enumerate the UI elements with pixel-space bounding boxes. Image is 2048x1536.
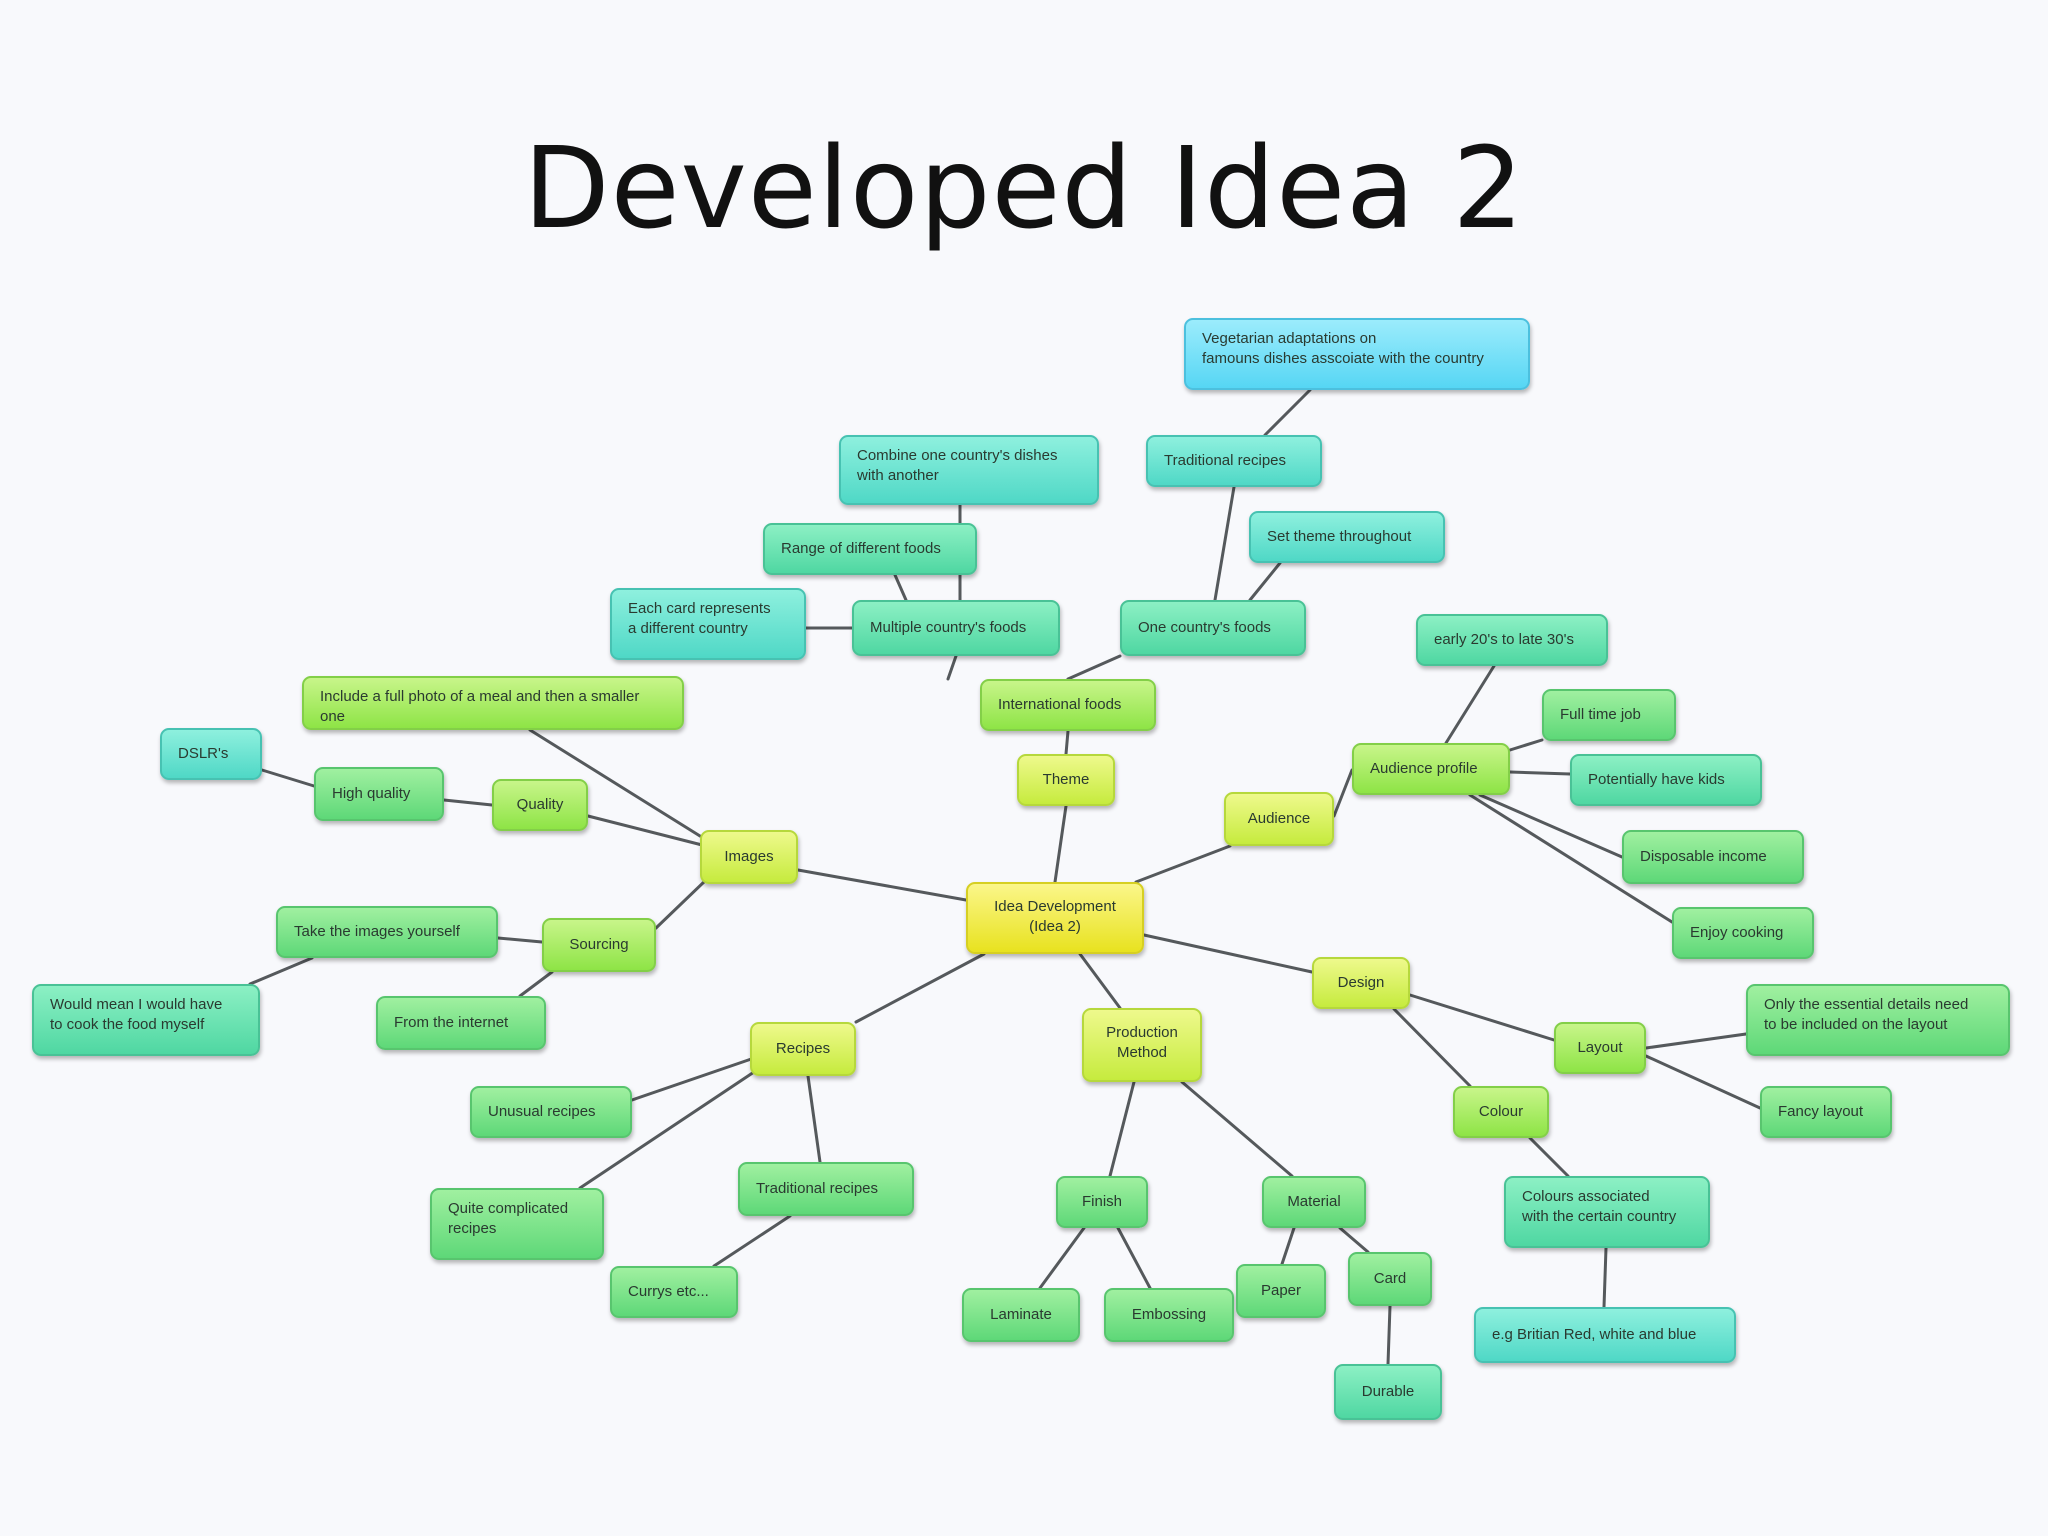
connector-line <box>806 1074 822 1164</box>
node-quite-complicated-recipes[interactable]: Quite complicated recipes <box>430 1188 604 1260</box>
connector-line <box>1064 729 1070 756</box>
node-idea-development[interactable]: Idea Development (Idea 2) <box>966 882 1144 954</box>
node-potentially-have-kids[interactable]: Potentially have kids <box>1570 754 1762 806</box>
connector-line <box>1116 1226 1152 1290</box>
connector-line <box>1142 933 1314 974</box>
node-paper[interactable]: Paper <box>1236 1264 1326 1318</box>
connector-line <box>1078 952 1122 1010</box>
connector-line <box>442 798 494 807</box>
node-material[interactable]: Material <box>1262 1176 1366 1228</box>
node-cook-food-yourself[interactable]: Would mean I would have to cook the food… <box>32 984 260 1056</box>
connector-line <box>586 814 708 848</box>
connector-line <box>1408 993 1556 1042</box>
connector-line <box>260 768 316 788</box>
connector-line <box>496 936 544 944</box>
node-colour-example[interactable]: e.g Britian Red, white and blue <box>1474 1307 1736 1363</box>
node-finish[interactable]: Finish <box>1056 1176 1148 1228</box>
node-enjoy-cooking[interactable]: Enjoy cooking <box>1672 907 1814 959</box>
connector-line <box>1263 388 1312 437</box>
connector-line <box>1280 1226 1296 1266</box>
node-audience[interactable]: Audience <box>1224 792 1334 846</box>
connector-line <box>654 878 708 930</box>
node-international-foods[interactable]: International foods <box>980 679 1156 731</box>
node-theme[interactable]: Theme <box>1017 754 1115 806</box>
node-traditional-recipes-theme[interactable]: Traditional recipes <box>1146 435 1322 487</box>
node-durable[interactable]: Durable <box>1334 1364 1442 1420</box>
node-laminate[interactable]: Laminate <box>962 1288 1080 1342</box>
connector-line <box>248 956 314 986</box>
node-quality[interactable]: Quality <box>492 779 588 831</box>
node-images[interactable]: Images <box>700 830 798 884</box>
connector-line <box>1066 654 1122 681</box>
node-audience-profile[interactable]: Audience profile <box>1352 743 1510 795</box>
connector-line <box>1392 1007 1472 1088</box>
connector-line <box>1053 804 1068 884</box>
node-from-internet[interactable]: From the internet <box>376 996 546 1050</box>
connector-line <box>893 573 908 602</box>
node-multiple-countrys-foods[interactable]: Multiple country's foods <box>852 600 1060 656</box>
connector-line <box>578 1066 762 1190</box>
node-sourcing[interactable]: Sourcing <box>542 918 656 972</box>
page-title: Developed Idea 2 <box>523 124 1525 254</box>
connector-line <box>854 952 986 1024</box>
node-traditional-recipes[interactable]: Traditional recipes <box>738 1162 914 1216</box>
node-production-method[interactable]: Production Method <box>1082 1008 1202 1082</box>
connector-line <box>1444 664 1496 745</box>
connector-line <box>712 1214 792 1268</box>
connector-line <box>1508 738 1544 752</box>
connector-line <box>1644 1032 1748 1050</box>
connector-line <box>1644 1054 1762 1110</box>
node-recipes[interactable]: Recipes <box>750 1022 856 1076</box>
node-embossing[interactable]: Embossing <box>1104 1288 1234 1342</box>
node-vegetarian-adaptations[interactable]: Vegetarian adaptations on famouns dishes… <box>1184 318 1530 390</box>
connector-line <box>1213 485 1236 602</box>
connector-line <box>528 728 702 838</box>
connector-line <box>1338 1226 1370 1254</box>
node-layout[interactable]: Layout <box>1554 1022 1646 1074</box>
node-full-photo[interactable]: Include a full photo of a meal and then … <box>302 676 684 730</box>
node-each-card-represents[interactable]: Each card represents a different country <box>610 588 806 660</box>
connector-line <box>796 868 968 902</box>
connector-line <box>630 1054 762 1102</box>
node-card[interactable]: Card <box>1348 1252 1432 1306</box>
connector-line <box>1332 768 1354 818</box>
node-colour[interactable]: Colour <box>1453 1086 1549 1138</box>
connector-line <box>1478 793 1624 859</box>
node-age-range[interactable]: early 20's to late 30's <box>1416 614 1608 666</box>
connector-line <box>1038 1226 1086 1290</box>
connector-line <box>518 970 554 998</box>
node-design[interactable]: Design <box>1312 957 1410 1009</box>
node-colours-associated[interactable]: Colours associated with the certain coun… <box>1504 1176 1710 1248</box>
connector-line <box>946 654 958 681</box>
node-disposable-income[interactable]: Disposable income <box>1622 830 1804 884</box>
connector-line <box>1180 1080 1294 1178</box>
node-currys[interactable]: Currys etc... <box>610 1266 738 1318</box>
connector-line <box>1248 561 1282 602</box>
connector-line <box>1386 1304 1392 1366</box>
node-one-countrys-foods[interactable]: One country's foods <box>1120 600 1306 656</box>
node-full-time-job[interactable]: Full time job <box>1542 689 1676 741</box>
node-high-quality[interactable]: High quality <box>314 767 444 821</box>
node-combine-dishes[interactable]: Combine one country's dishes with anothe… <box>839 435 1099 505</box>
node-unusual-recipes[interactable]: Unusual recipes <box>470 1086 632 1138</box>
connector-line <box>1602 1246 1608 1309</box>
connector-line <box>1508 770 1572 776</box>
connector-line <box>1134 844 1232 884</box>
connector-line <box>1468 793 1674 924</box>
node-set-theme-throughout[interactable]: Set theme throughout <box>1249 511 1445 563</box>
connector-line <box>1528 1136 1570 1178</box>
node-dslrs[interactable]: DSLR's <box>160 728 262 780</box>
node-range-of-different-foods[interactable]: Range of different foods <box>763 523 977 575</box>
node-take-images-yourself[interactable]: Take the images yourself <box>276 906 498 958</box>
node-fancy-layout[interactable]: Fancy layout <box>1760 1086 1892 1138</box>
node-only-essential-details[interactable]: Only the essential details need to be in… <box>1746 984 2010 1056</box>
connector-line <box>1108 1080 1136 1178</box>
